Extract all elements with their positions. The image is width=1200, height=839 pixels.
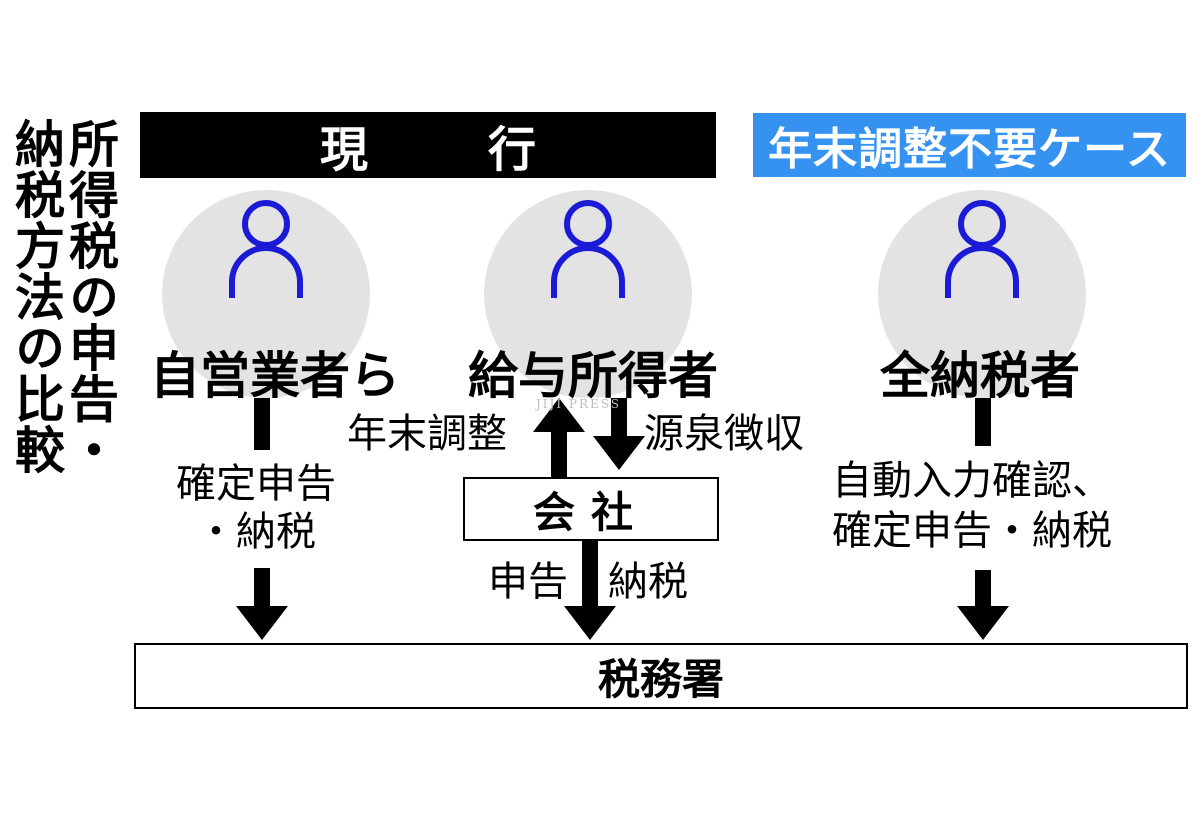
connector-line <box>254 568 270 608</box>
label-auto-input: 自動入力確認、 確定申告・納税 <box>832 456 1112 556</box>
label-year-end-adjustment: 年末調整 <box>347 411 507 457</box>
role-all-taxpayers: 全納税者 <box>880 347 1080 405</box>
banner-current: 現行 <box>140 112 716 178</box>
connector-line <box>582 537 598 609</box>
person-icon <box>229 200 303 298</box>
box-company: 会社 <box>463 477 719 541</box>
label-self-filing-line-2: ・納税 <box>196 509 316 555</box>
label-auto-input-line-2: 確定申告・納税 <box>832 508 1112 554</box>
label-withholding: 源泉徴収 <box>644 411 804 457</box>
box-tax-office: 税務署 <box>134 643 1188 709</box>
person-circle-self-employed <box>162 190 370 398</box>
title-line-2: 納税方法の比較 <box>7 118 65 475</box>
connector-line <box>975 398 991 446</box>
title-line-1: 所得税の申告・ <box>61 118 119 475</box>
role-self-employed: 自営業者ら <box>150 347 400 405</box>
connector-line <box>254 398 270 450</box>
banner-new-case: 年末調整不要ケース <box>753 113 1186 177</box>
arrow-down-icon <box>236 606 288 640</box>
arrow-down-icon <box>593 436 645 470</box>
person-circle-all-taxpayers <box>878 190 1086 398</box>
label-auto-input-line-1: 自動入力確認、 <box>832 458 1112 504</box>
person-icon <box>551 200 625 298</box>
person-circle-salaried <box>484 190 692 398</box>
arrow-down-icon <box>564 606 616 640</box>
label-self-filing-line-1: 確定申告 <box>176 461 336 507</box>
label-company-filing: 申告・納税 <box>488 559 688 605</box>
connector-line <box>975 570 991 610</box>
connector-line <box>551 430 567 477</box>
label-self-filing: 確定申告 ・納税 <box>156 460 356 556</box>
watermark: JIJI PRESS <box>536 397 622 411</box>
arrow-up-icon <box>533 398 585 432</box>
arrow-down-icon <box>957 606 1009 640</box>
person-icon <box>945 200 1019 298</box>
role-salaried: 給与所得者 <box>468 347 718 405</box>
connector-line <box>611 398 627 438</box>
